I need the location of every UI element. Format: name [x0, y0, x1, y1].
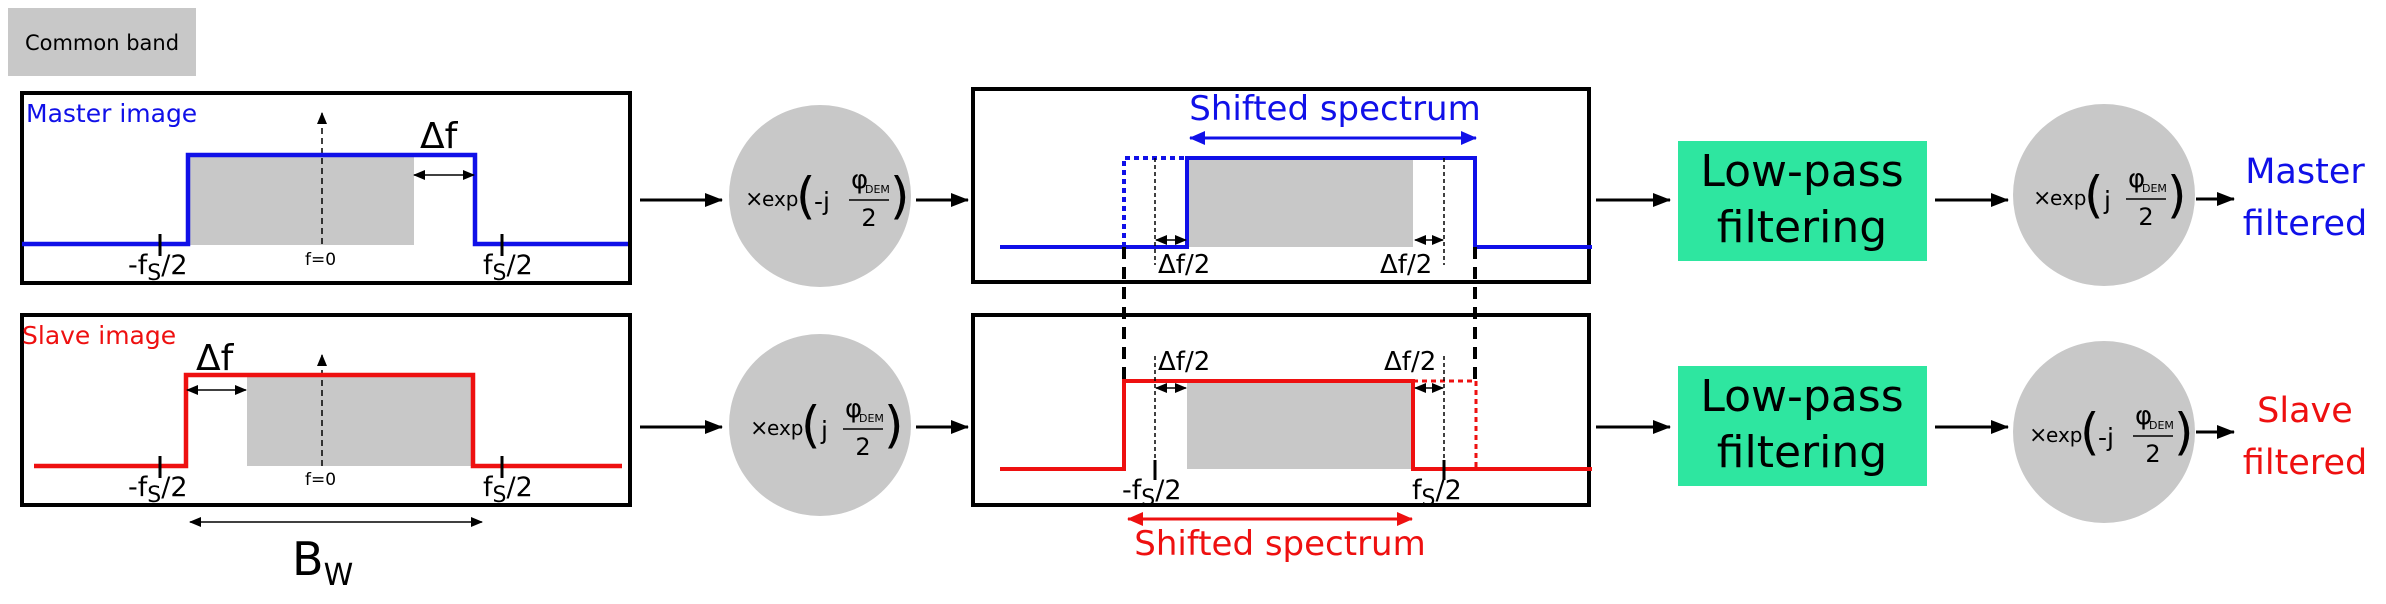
svg-text:φ: φ — [2128, 164, 2145, 194]
svg-text:Master: Master — [2245, 152, 2365, 192]
slave-neg-edge-label: -fS/2 — [128, 472, 188, 508]
svg-text:DEM: DEM — [2142, 182, 2167, 195]
shifted-master-halfdelta-left: Δf/2 — [1158, 250, 1210, 280]
svg-text:-j: -j — [814, 187, 830, 216]
svg-text:): ) — [890, 167, 910, 225]
shifted-slave-common-band — [1187, 381, 1413, 469]
svg-text:Low-pass: Low-pass — [1700, 146, 1903, 197]
shifted-master-original-edge — [1122, 156, 1187, 247]
shifted-slave-halfdelta-left: Δf/2 — [1158, 347, 1210, 377]
svg-text:exp: exp — [2046, 423, 2082, 447]
bandwidth-label: BW — [292, 532, 353, 593]
legend-swatch — [8, 8, 196, 76]
svg-text:Low-pass: Low-pass — [1700, 371, 1903, 422]
master-center-label: f=0 — [305, 250, 336, 270]
master-image-title: Master image — [26, 99, 197, 128]
svg-text:Slave: Slave — [2257, 391, 2353, 431]
output-slave-label: Slave filtered — [2243, 391, 2367, 483]
multiplier-slave-2: × exp ( -j φ DEM 2 ) — [2013, 341, 2195, 523]
shifted-slave-original-edge — [1413, 379, 1478, 469]
svg-text:filtered: filtered — [2243, 443, 2367, 483]
svg-text:filtering: filtering — [1717, 427, 1887, 478]
svg-text:exp: exp — [767, 416, 803, 440]
svg-text:j: j — [820, 416, 828, 445]
svg-text:): ) — [884, 396, 904, 454]
shifted-slave-neg-edge-label: -fS/2 — [1122, 475, 1182, 511]
shifted-slave-caption: Shifted spectrum — [1134, 524, 1425, 564]
slave-delta-label: Δf — [196, 338, 235, 379]
svg-text:2: 2 — [2138, 203, 2153, 231]
lowpass-filter-master: Low-pass filtering — [1678, 141, 1927, 261]
shifted-master-halfdelta-right: Δf/2 — [1380, 250, 1432, 280]
slave-center-label: f=0 — [305, 470, 336, 490]
svg-text:filtering: filtering — [1717, 202, 1887, 253]
shifted-master-caption: Shifted spectrum — [1189, 89, 1480, 129]
shifted-master-common-band — [1187, 158, 1413, 247]
master-delta-label: Δf — [420, 116, 459, 157]
svg-text:2: 2 — [861, 204, 876, 232]
shifted-master-spectrum — [1000, 156, 1592, 249]
svg-text:DEM: DEM — [865, 183, 890, 196]
svg-text:φ: φ — [851, 165, 868, 195]
svg-text:2: 2 — [855, 433, 870, 461]
svg-text:2: 2 — [2145, 440, 2160, 468]
slave-image-title: Slave image — [22, 321, 176, 350]
shifted-slave-panel: Δf/2 Δf/2 -fS/2 fS/2 — [971, 313, 1592, 511]
svg-text:φ: φ — [845, 394, 862, 424]
master-pos-edge-label: fS/2 — [483, 250, 533, 286]
multiplier-slave-1: × exp ( j φ DEM 2 ) — [729, 334, 911, 516]
master-common-band — [188, 155, 414, 245]
multiplier-master-1: × exp ( -j φ DEM 2 ) — [729, 105, 911, 287]
svg-text:exp: exp — [762, 187, 798, 211]
legend: Common band — [8, 8, 196, 76]
output-master-label: Master filtered — [2243, 152, 2367, 244]
master-neg-edge-label: -fS/2 — [128, 250, 188, 286]
shifted-master-panel: Shifted spectrum Δf/2 Δf/2 — [971, 87, 1592, 284]
master-image-panel: Master image Δf -fS/2 f=0 fS/2 — [20, 91, 632, 286]
svg-text:(: ( — [801, 396, 821, 454]
svg-text:×: × — [745, 187, 763, 212]
svg-text:j: j — [2103, 186, 2111, 215]
svg-text:φ: φ — [2135, 401, 2152, 431]
bandwidth-annotation: BW — [189, 517, 483, 593]
svg-text:exp: exp — [2050, 186, 2086, 210]
svg-text:×: × — [2029, 423, 2047, 448]
svg-text:DEM: DEM — [859, 412, 884, 425]
legend-label: Common band — [25, 31, 179, 55]
svg-text:-j: -j — [2098, 423, 2114, 452]
svg-text:×: × — [2033, 186, 2051, 211]
svg-text:DEM: DEM — [2149, 419, 2174, 432]
slave-image-panel: Slave image Δf -fS/2 f=0 fS/2 — [20, 313, 632, 508]
shifted-slave-pos-edge-label: fS/2 — [1412, 475, 1462, 511]
svg-text:): ) — [2167, 166, 2187, 224]
multiplier-master-2: × exp ( j φ DEM 2 ) — [2013, 104, 2195, 286]
shifted-slave-halfdelta-right: Δf/2 — [1384, 347, 1436, 377]
svg-text:(: ( — [796, 167, 816, 225]
svg-text:×: × — [750, 416, 768, 441]
svg-text:): ) — [2174, 403, 2194, 461]
svg-text:filtered: filtered — [2243, 204, 2367, 244]
slave-common-band — [247, 375, 473, 466]
svg-text:(: ( — [2080, 403, 2100, 461]
svg-text:(: ( — [2084, 166, 2104, 224]
lowpass-filter-slave: Low-pass filtering — [1678, 366, 1927, 486]
slave-pos-edge-label: fS/2 — [483, 472, 533, 508]
